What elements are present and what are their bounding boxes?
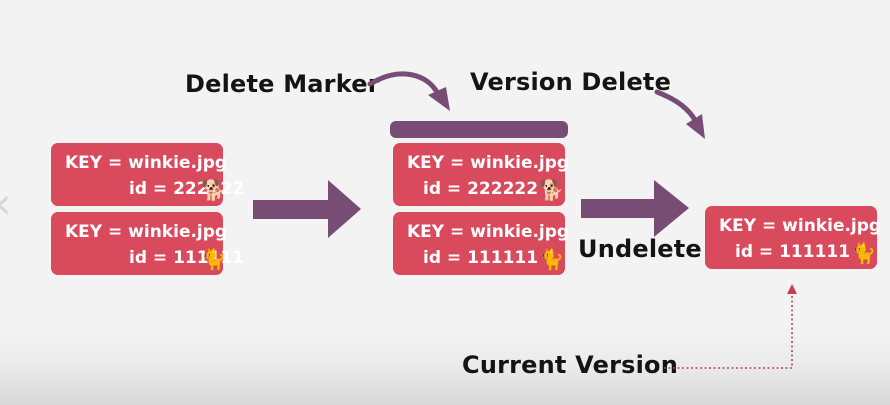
current-version-pointer (664, 284, 797, 369)
object-key: KEY = winkie.jpg (719, 216, 882, 236)
cat-icon: 🐈 (201, 247, 226, 271)
delete-marker-label: Delete Marker (185, 70, 380, 98)
object-key: KEY = winkie.jpg (407, 222, 570, 242)
delete-marker-bar (390, 121, 568, 138)
version-delete-pointer (654, 89, 705, 139)
undelete-label: Undelete (578, 235, 702, 263)
transition-arrow (253, 180, 361, 238)
object-version-card: KEY = winkie.jpg id = 111111 🐈 (51, 212, 244, 275)
delete-marker-pointer (367, 71, 450, 111)
object-version-card: KEY = winkie.jpg id = 111111 🐈 (393, 212, 569, 275)
object-id: id = 222222 (423, 179, 539, 199)
dog-icon: 🐕 (539, 178, 564, 202)
object-id: id = 111111 (735, 242, 851, 262)
undelete-arrow (581, 180, 689, 237)
object-id: id = 111111 (129, 248, 245, 268)
object-version-card: KEY = winkie.jpg id = 222222 🐕 (393, 143, 569, 206)
previous-chevron-icon[interactable]: ‹ (0, 178, 12, 229)
dog-icon: 🐕 (201, 178, 226, 202)
object-key: KEY = winkie.jpg (407, 153, 570, 173)
current-version-label: Current Version (462, 351, 679, 379)
version-delete-label: Version Delete (470, 68, 672, 96)
object-version-card: KEY = winkie.jpg id = 222222 🐕 (51, 143, 244, 206)
current-version-card: KEY = winkie.jpg id = 111111 🐈 (705, 206, 881, 269)
object-id: id = 222222 (129, 179, 245, 199)
cat-icon: 🐈 (539, 247, 564, 271)
object-id: id = 111111 (423, 248, 539, 268)
object-key: KEY = winkie.jpg (65, 222, 228, 242)
cat-icon: 🐈 (851, 241, 876, 265)
object-key: KEY = winkie.jpg (65, 153, 228, 173)
